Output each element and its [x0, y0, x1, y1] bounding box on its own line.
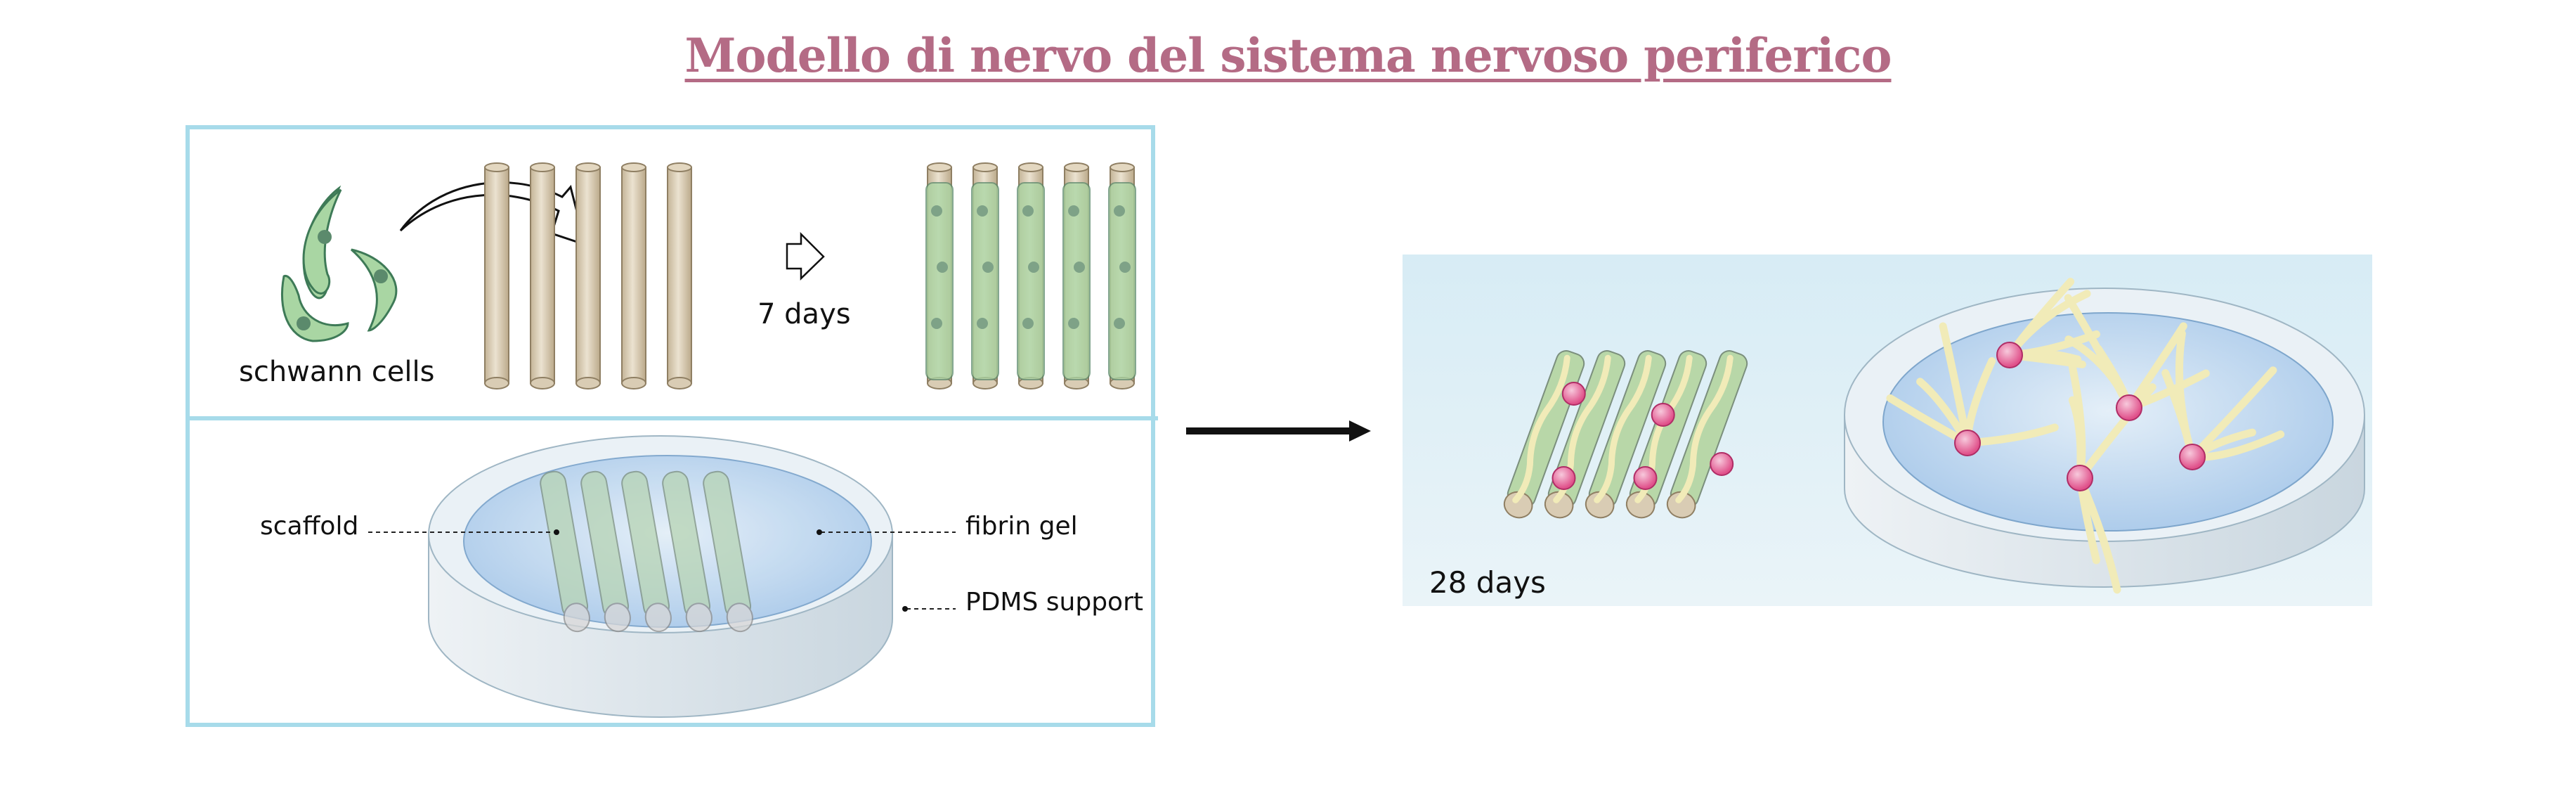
innervated-dish-illustration: [1844, 278, 2365, 594]
neuron-body: [1633, 466, 1658, 490]
neuron-body: [2067, 465, 2093, 491]
axon: [1675, 354, 1733, 503]
scaffold-rod: [667, 167, 692, 384]
callout-lines: [368, 532, 956, 610]
axon: [2064, 294, 2133, 412]
innervated-rod: [1585, 350, 1667, 519]
neuron-body: [1651, 403, 1675, 427]
scaffold-callout-dot: [554, 529, 559, 535]
twenty-eight-days-label: 28 days: [1429, 565, 1546, 600]
fibrin-gel-label: fibrin gel: [965, 512, 1078, 541]
neuron-body: [2179, 444, 2206, 470]
progression-arrow-icon: [1186, 420, 1371, 442]
bare-scaffold-rods: [484, 162, 692, 389]
neuron-body: [1710, 452, 1734, 476]
setup-frame: [186, 125, 1155, 727]
culture-dish-illustration: [428, 435, 893, 718]
embedded-rod: [621, 470, 672, 633]
hollow-arrow-icon: [786, 231, 825, 281]
frame-divider: [186, 416, 1158, 420]
neuron-body: [1561, 382, 1586, 406]
embedded-rod: [580, 470, 631, 633]
support-callout-dot: [902, 606, 908, 612]
axon: [2175, 330, 2197, 461]
seven-days-label: 7 days: [757, 298, 851, 330]
pdms-support-label: PDMS support: [965, 588, 1144, 617]
gel-callout-dot: [817, 529, 822, 535]
schwann-cells-icon: [280, 185, 398, 342]
axon: [2076, 383, 2157, 482]
innervated-rod: [1666, 350, 1748, 519]
seeded-cell: [1108, 182, 1136, 380]
scaffold-label: scaffold: [260, 512, 359, 541]
scaffold-rod: [575, 167, 601, 384]
seeded-cell: [971, 182, 999, 380]
embedded-rod: [540, 470, 590, 633]
seeded-cell: [925, 182, 954, 380]
neuron-body: [2116, 394, 2142, 421]
axon: [1939, 322, 1972, 447]
embedded-rod: [662, 470, 713, 633]
schwann-cells-label: schwann cells: [239, 356, 435, 388]
scaffold-rod: [484, 167, 509, 384]
embedded-rod: [703, 470, 753, 633]
scaffold-rod: [530, 167, 555, 384]
axon: [1512, 354, 1570, 503]
axon: [2188, 366, 2277, 461]
scaffold-rod: [621, 167, 646, 384]
neuron-body: [1954, 430, 1981, 456]
axon: [1594, 354, 1652, 503]
page-title: Modello di nervo del sistema nervoso per…: [684, 28, 1892, 83]
seeded-cell: [1017, 182, 1045, 380]
axon: [2076, 474, 2121, 594]
seeded-cell: [1062, 182, 1091, 380]
neuron-body: [1552, 466, 1576, 490]
seeded-scaffold-rods: [925, 162, 1136, 389]
neuron-body: [1996, 342, 2023, 368]
innervated-rods: [1503, 350, 1748, 519]
